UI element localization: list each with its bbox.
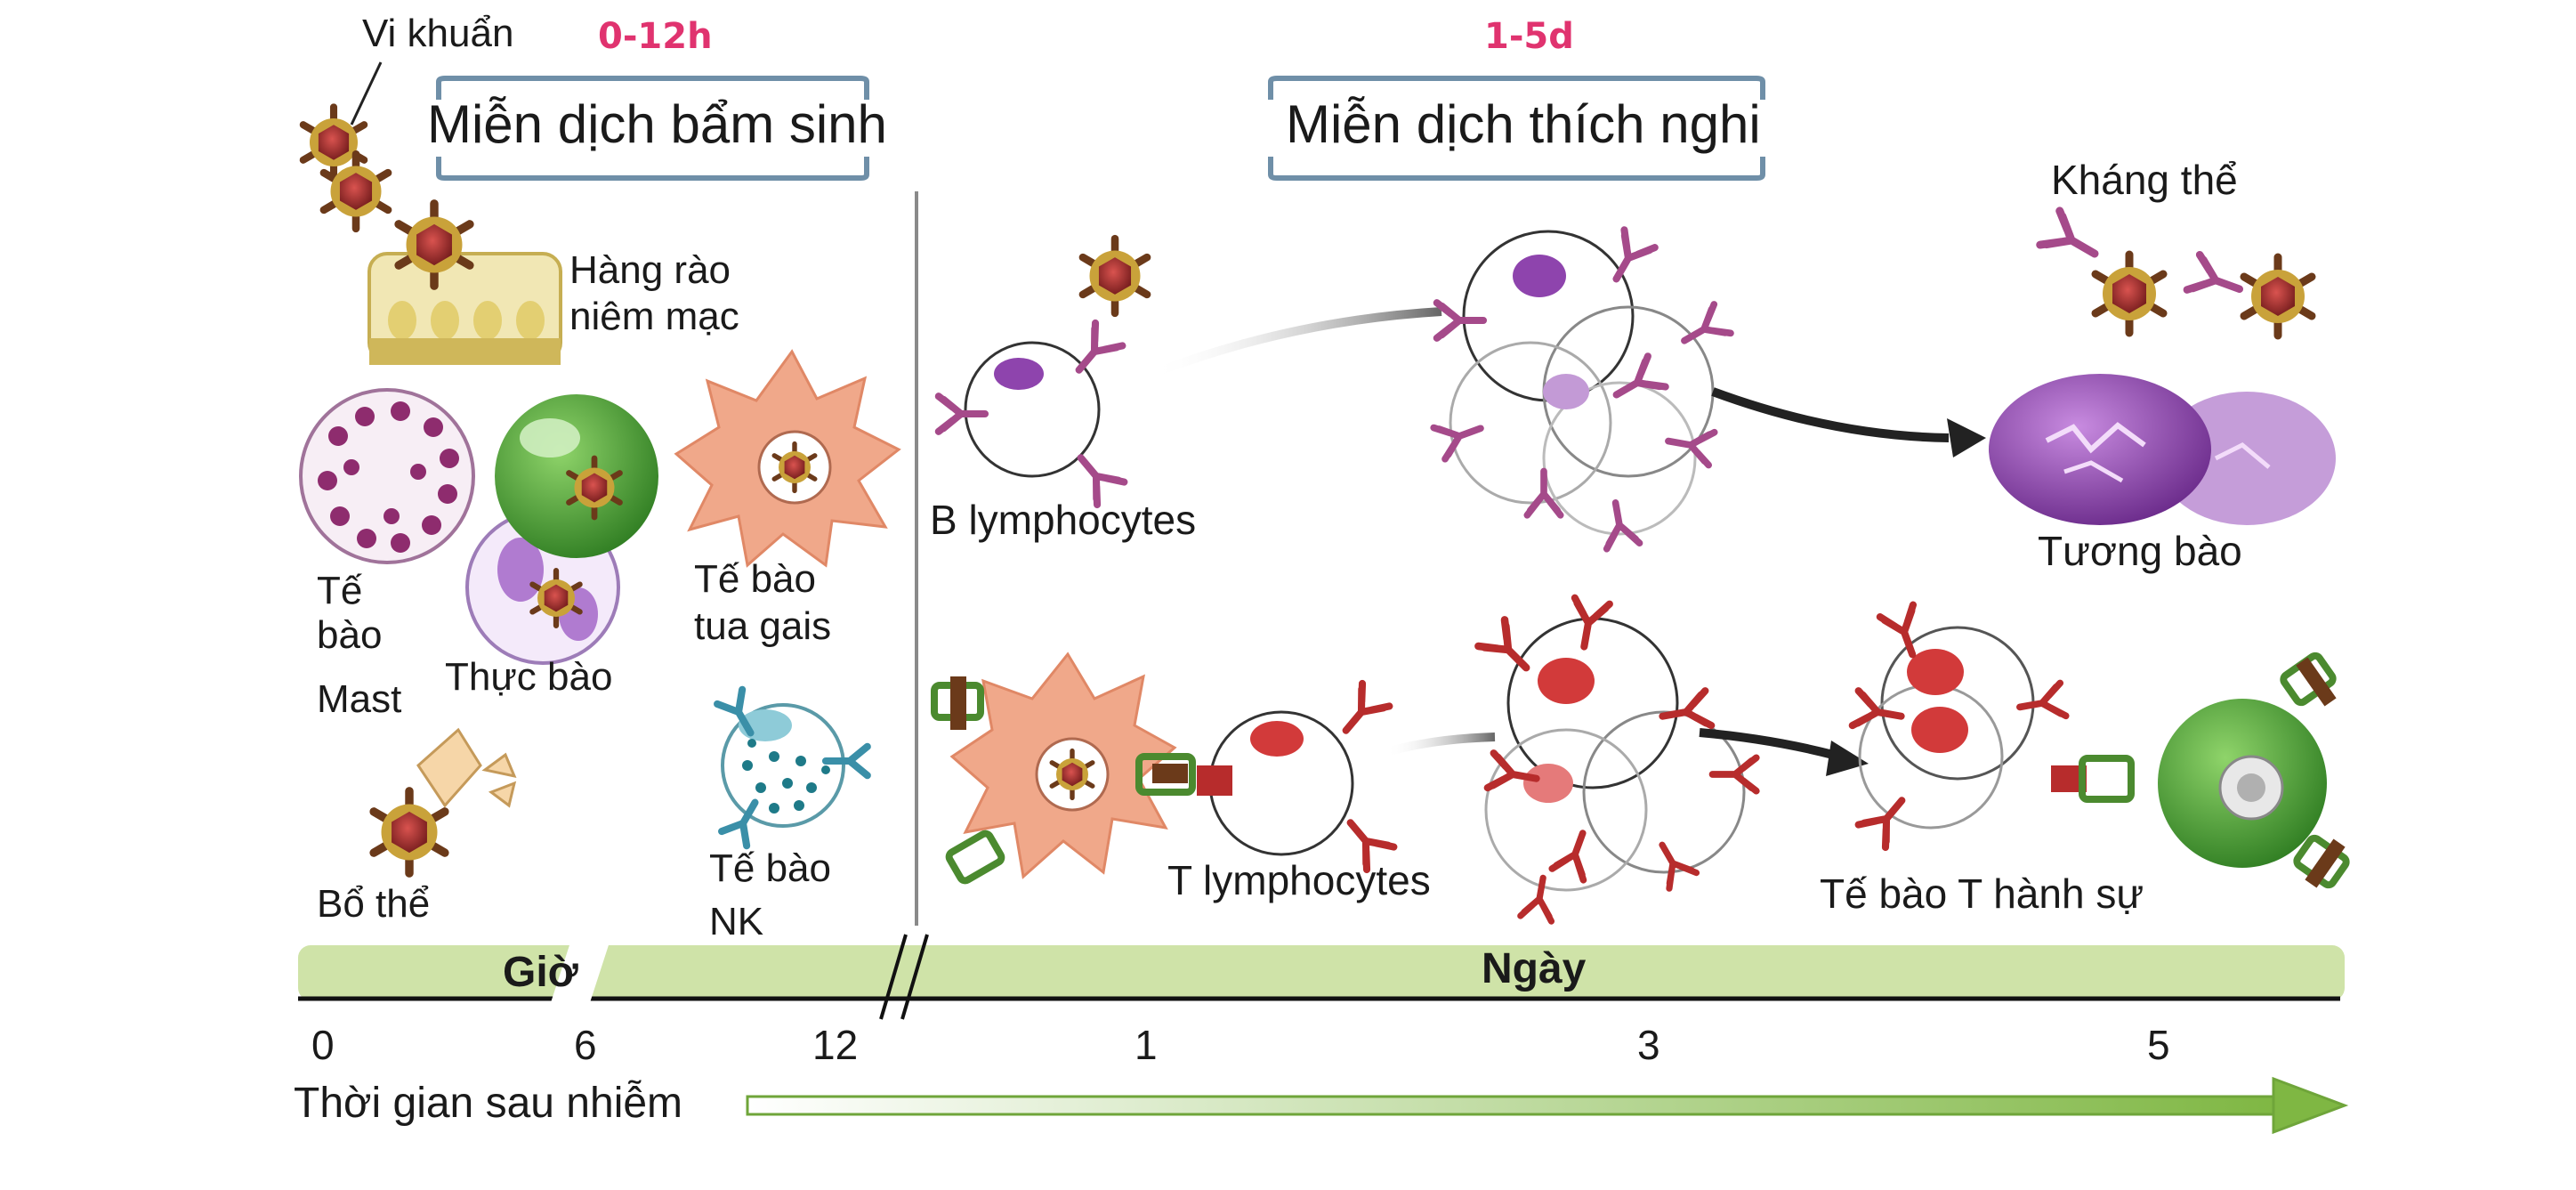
tick-6: 6 — [574, 1022, 597, 1068]
t-cell-activation-arrow — [1385, 733, 1496, 757]
b-cell-proliferation-icon — [1433, 230, 1731, 548]
timeline-band — [298, 945, 2345, 1000]
tick-5: 5 — [2147, 1022, 2170, 1068]
antibody-bacteria-icon — [2040, 211, 2312, 336]
mast-label-line3: Mast — [317, 677, 401, 721]
adaptive-time-label: 1-5d — [1484, 16, 1574, 57]
b-cell-differentiation-arrow — [1711, 387, 1950, 442]
antigen-presenting-cell-icon — [931, 652, 1196, 885]
timeline-break-mark — [546, 934, 929, 1020]
innate-title-bracket-top — [436, 76, 869, 100]
dendritic-label-line2: tua gais — [694, 604, 831, 648]
bacteria-cluster-icon — [303, 107, 388, 228]
nk-cell-icon — [717, 690, 868, 846]
innate-title: Miễn dịch bẩm sinh — [427, 94, 887, 154]
t-lymphocyte-icon — [1197, 684, 1393, 870]
dendritic-cell-icon — [674, 349, 901, 568]
plasma-cell-icon — [1989, 374, 2336, 525]
time-axis-caption: Thời gian sau nhiễm — [294, 1079, 682, 1127]
b-lymphocyte-icon — [939, 239, 1147, 505]
t-cell-proliferation-icon — [1478, 598, 1756, 921]
nk-label-line1: Tế bào — [709, 846, 831, 890]
tick-3: 3 — [1637, 1022, 1660, 1068]
antibody-label: Kháng thể — [2051, 157, 2238, 203]
mast-label-line2: bào — [317, 613, 382, 657]
innate-title-bracket-bottom — [436, 157, 869, 181]
effector-t-label: Tế bào T hành sự — [1820, 870, 2144, 917]
tick-0: 0 — [311, 1022, 335, 1068]
hours-label: Giờ — [503, 949, 579, 996]
bacteria-pointer — [350, 61, 383, 125]
mast-cell-icon — [299, 388, 475, 564]
innate-time-label: 0-12h — [598, 16, 713, 57]
tick-12: 12 — [812, 1022, 858, 1068]
mast-label-line1: Tế — [317, 569, 362, 612]
plasma-cell-label: Tương bào — [2038, 528, 2242, 574]
mucosal-label-line1: Hàng rào — [569, 248, 731, 292]
b-lymphocytes-label: B lymphocytes — [930, 497, 1196, 543]
nk-label-line2: NK — [709, 900, 763, 943]
complement-label: Bổ thể — [317, 882, 430, 926]
t-lymphocytes-label: T lymphocytes — [1167, 857, 1431, 903]
effector-t-cell-icon — [1853, 605, 2135, 847]
adaptive-title-bracket-top — [1268, 76, 1765, 100]
t-cell-differentiation-arrow — [1699, 728, 1835, 759]
infected-target-cell-icon — [2158, 652, 2350, 889]
b-cell-differentiation-arrowhead — [1947, 418, 1986, 457]
dendritic-label-line1: Tế bào — [694, 557, 816, 601]
mucosal-barrier-icon — [367, 204, 562, 365]
bacteria-label: Vi khuẩn — [362, 12, 513, 55]
adaptive-title: Miễn dịch thích nghi — [1286, 94, 1761, 154]
adaptive-title-bracket-bottom — [1268, 157, 1765, 181]
b-cell-activation-arrow — [1151, 307, 1442, 378]
time-progress-arrow — [746, 1076, 2349, 1135]
mucosal-label-line2: niêm mạc — [569, 295, 739, 338]
phagocyte-label: Thực bào — [445, 655, 612, 699]
phagocyte-icon — [465, 394, 658, 665]
days-label: Ngày — [1482, 945, 1587, 992]
tick-1: 1 — [1135, 1022, 1158, 1068]
t-cell-differentiation-arrowhead — [1826, 741, 1869, 776]
complement-icon — [374, 727, 517, 873]
